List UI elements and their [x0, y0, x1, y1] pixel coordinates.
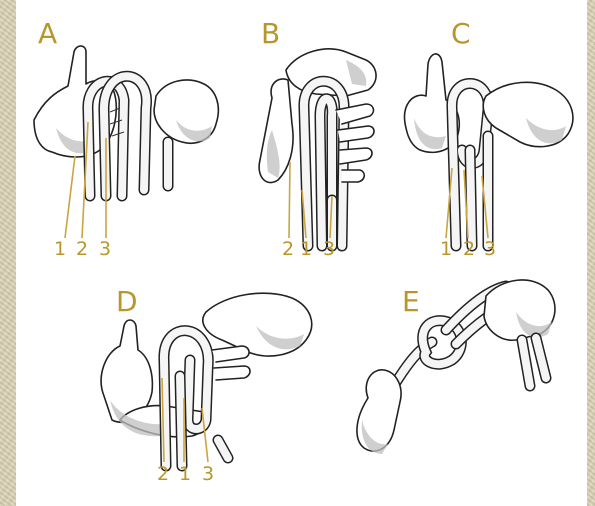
panel-e-illustration [357, 280, 555, 454]
panel-d-illustration [101, 293, 312, 466]
panel-label-b: B [261, 20, 280, 48]
panel-b-number-3: 3 [323, 240, 335, 259]
panel-b-number-2: 1 [300, 240, 312, 259]
panel-c-illustration [405, 54, 573, 246]
panel-label-e: E [402, 288, 420, 316]
panel-label-d: D [116, 288, 138, 316]
panel-d-number-1: 2 [157, 465, 169, 484]
panel-c-number-3: 3 [484, 240, 496, 259]
panel-d-number-3: 3 [202, 465, 214, 484]
panel-a-number-3: 3 [99, 240, 111, 259]
panel-c-number-1: 1 [440, 240, 452, 259]
panel-label-a: A [38, 20, 57, 48]
panel-d-number-2: 1 [179, 465, 191, 484]
panel-c-number-2: 2 [463, 240, 475, 259]
knot-diagram: A B C D E 1 2 3 2 1 3 1 2 3 2 1 3 [16, 0, 587, 506]
panel-a-number-2: 2 [76, 240, 88, 259]
panel-b-illustration [259, 49, 376, 246]
panel-b-number-1: 2 [282, 240, 294, 259]
panel-label-c: C [451, 20, 471, 48]
panel-a-illustration [34, 46, 218, 196]
panel-a-number-1: 1 [54, 240, 66, 259]
